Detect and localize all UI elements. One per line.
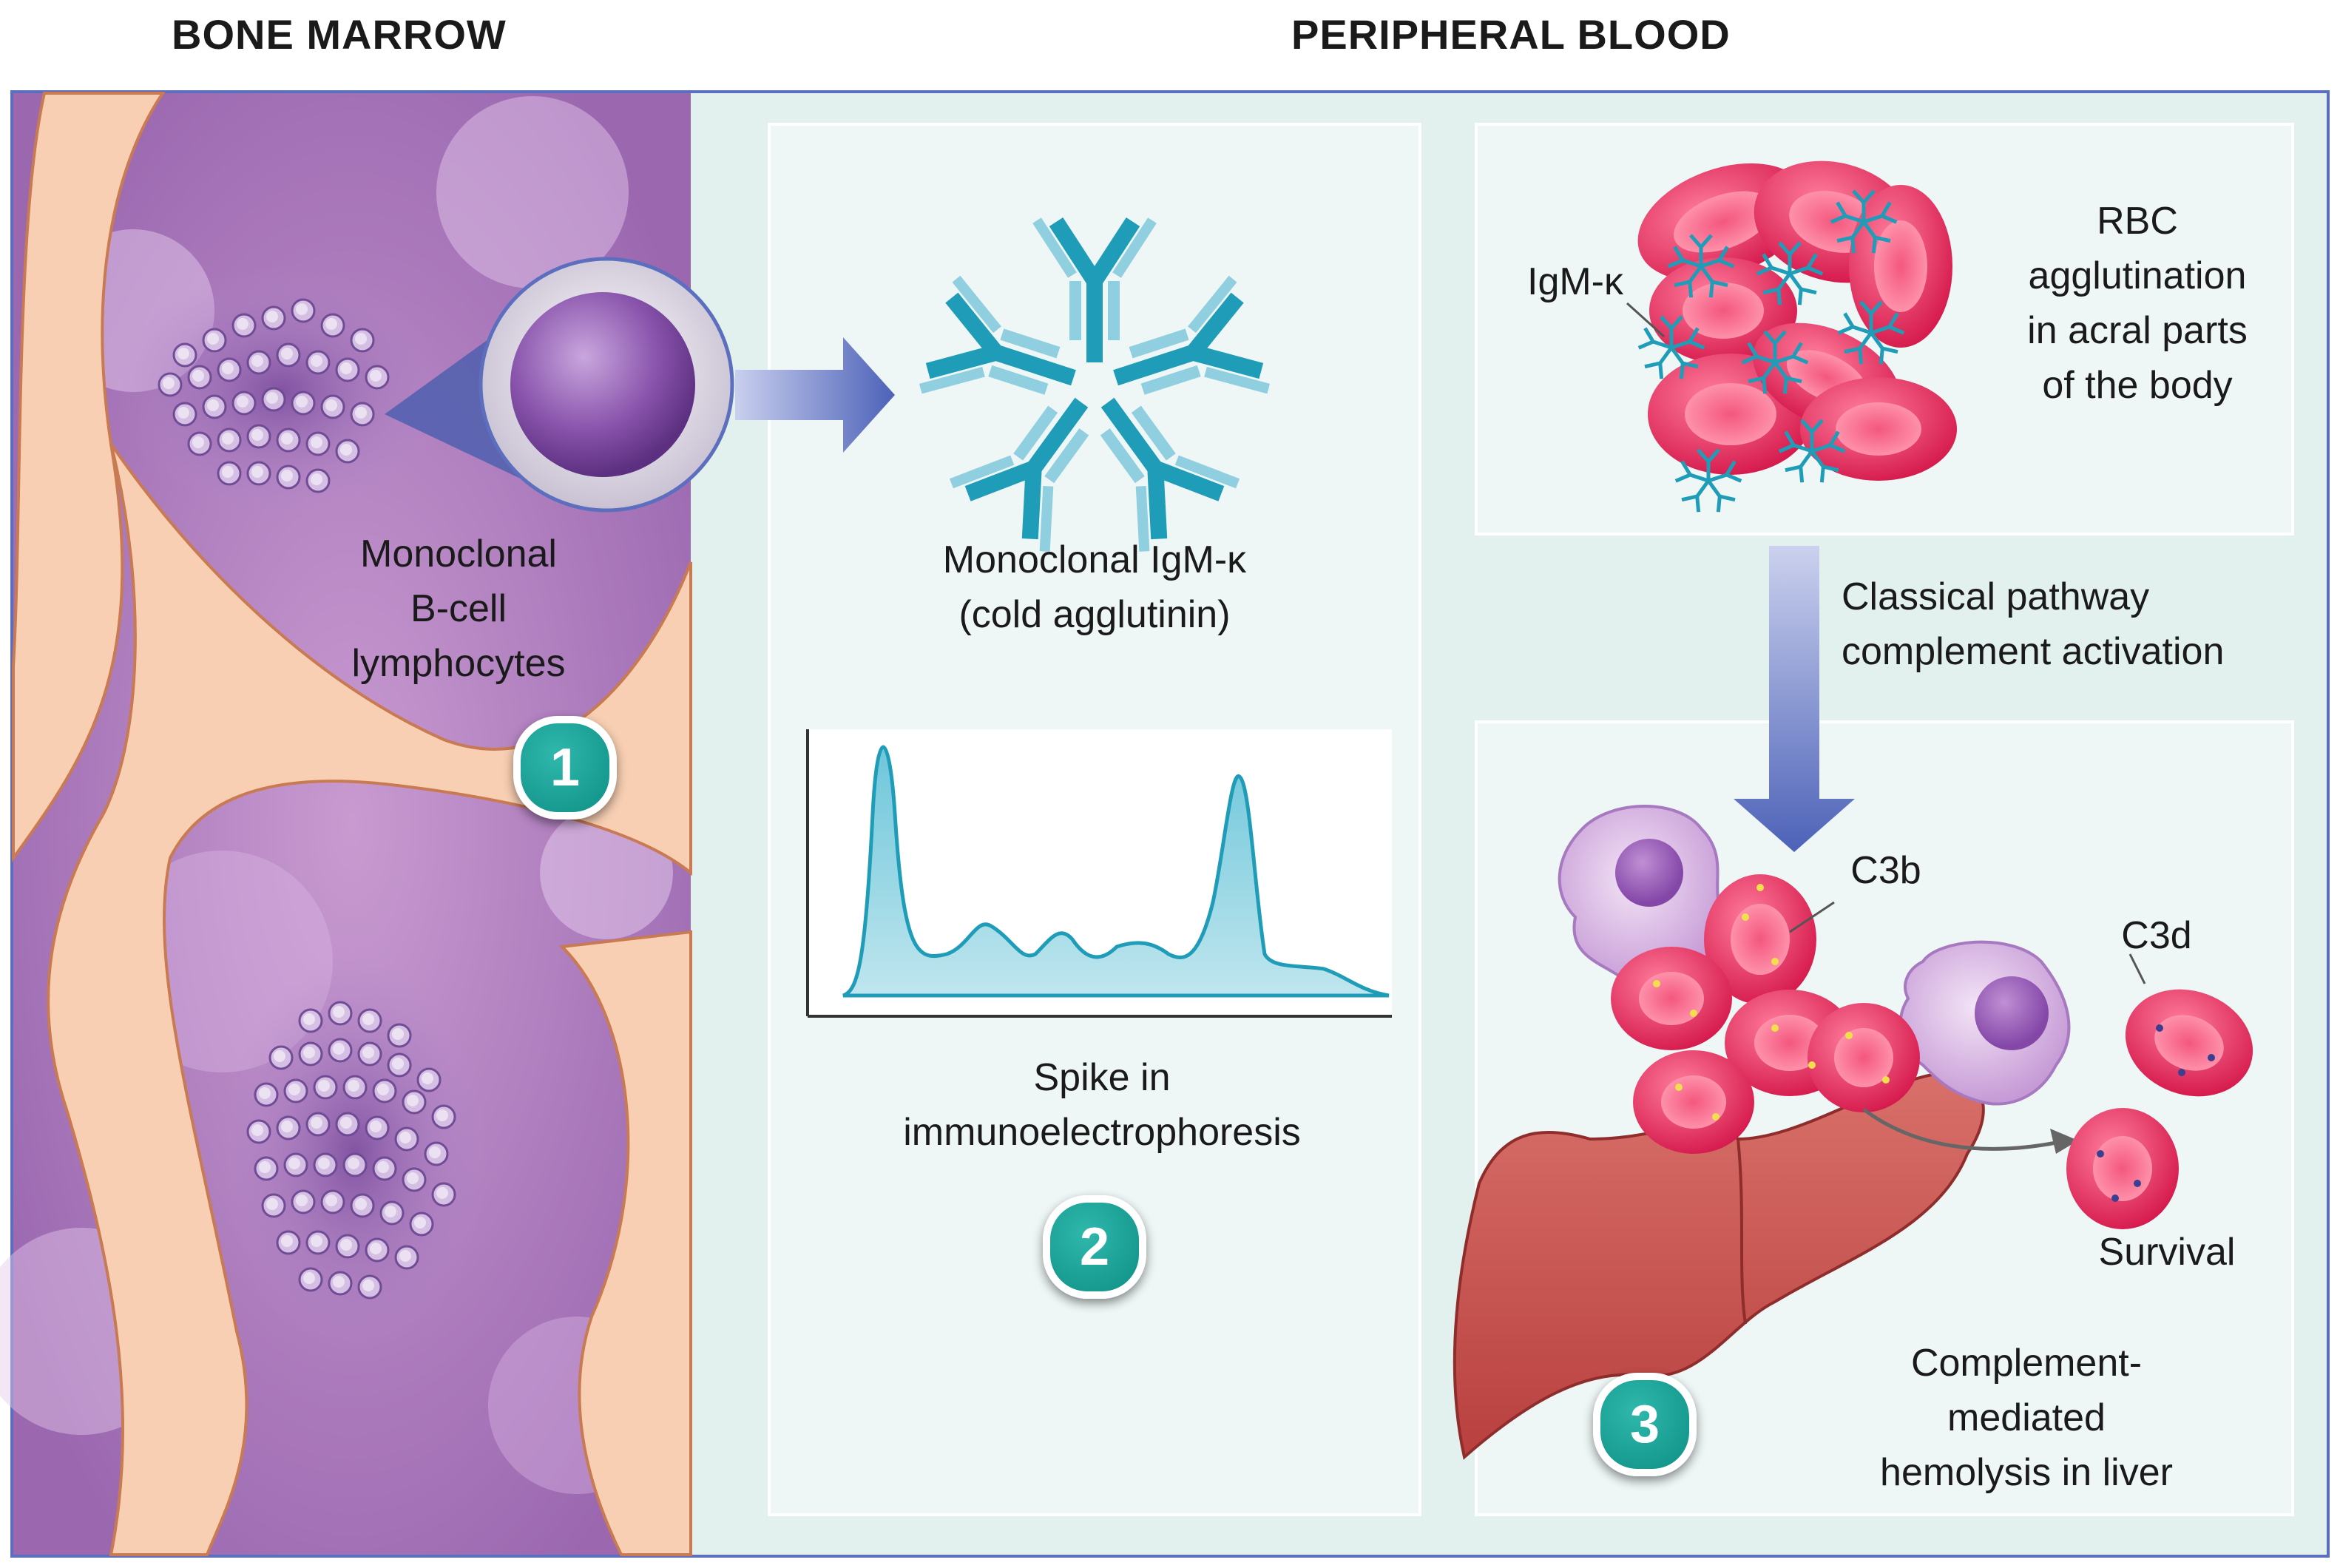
survival-label: Survival <box>2098 1231 2236 1274</box>
c3d-leader <box>2128 953 2146 984</box>
igm-tag-leader <box>1626 302 1666 338</box>
hemolysis-label-line2: mediated <box>1947 1396 2106 1439</box>
igm-label-line2: (cold agglutinin) <box>958 593 1231 636</box>
step-badge-2: 2 <box>1043 1195 1146 1299</box>
step-badge-3: 3 <box>1593 1373 1697 1476</box>
c3b-leader <box>1789 901 1835 933</box>
hemolysis-label: Complement- mediated hemolysis in liver <box>1819 1336 2234 1500</box>
spike-trace <box>842 745 1390 998</box>
pathway-label: Classical pathway complement activation <box>1842 570 2307 679</box>
pathway-label-line1: Classical pathway <box>1842 575 2150 618</box>
b-cell-nucleus <box>510 292 695 477</box>
rbc-label: RBC agglutination in acral parts of the … <box>1967 194 2307 413</box>
rbc-label-line4: of the body <box>2042 364 2233 407</box>
rbc-label-line2: agglutination <box>2028 254 2247 297</box>
macrophage-top <box>1558 805 1726 992</box>
bone-marrow-panel <box>0 92 734 1556</box>
b-cell-label-line1: Monoclonal <box>360 533 557 575</box>
surviving-rbc-group <box>2066 953 2253 1229</box>
liver-lobe-line <box>1737 1138 1747 1325</box>
hemolysis-label-line3: hemolysis in liver <box>1880 1451 2173 1494</box>
b-cell-label-line2: B-cell <box>410 587 507 630</box>
peripheral-blood-header: PERIPHERAL BLOOD <box>1291 11 1731 58</box>
step-badge-1: 1 <box>513 716 617 820</box>
spike-label-line1: Spike in <box>1033 1056 1171 1099</box>
survival-arrow <box>1862 1107 2057 1151</box>
bone-trabecula-right <box>558 930 692 1556</box>
b-cell-label-line3: lymphocytes <box>351 642 566 685</box>
macrophage-right <box>1898 940 2071 1106</box>
b-cell-label: Monoclonal B-cell lymphocytes <box>348 527 569 691</box>
bone-to-blood-arrow <box>735 337 895 453</box>
rbc-label-line1: RBC <box>2097 200 2178 243</box>
complement-activation-arrow <box>1734 546 1855 852</box>
c3b-label: C3b <box>1850 849 1921 892</box>
rbc-label-line3: in acral parts <box>2027 309 2248 352</box>
c3d-label: C3d <box>2121 914 2192 957</box>
pathway-label-line2: complement activation <box>1842 630 2225 673</box>
hemolysis-label-line1: Complement- <box>1910 1342 2143 1385</box>
spike-label: Spike in immunoelectrophoresis <box>836 1050 1368 1160</box>
bone-marrow-header: BONE MARROW <box>172 11 507 58</box>
igm-label: Monoclonal IgM-κ (cold agglutinin) <box>887 533 1302 642</box>
electrophoresis-spike-chart <box>806 729 1392 1018</box>
igm-tag-label: IgM-κ <box>1527 260 1623 303</box>
bone-trabecula-left <box>12 92 166 863</box>
spike-label-line2: immunoelectrophoresis <box>903 1111 1301 1154</box>
igm-label-line1: Monoclonal IgM-κ <box>942 538 1247 581</box>
opsonized-rbc-group <box>1611 874 1920 1154</box>
rbc-agglutination-cluster <box>1626 160 1957 512</box>
